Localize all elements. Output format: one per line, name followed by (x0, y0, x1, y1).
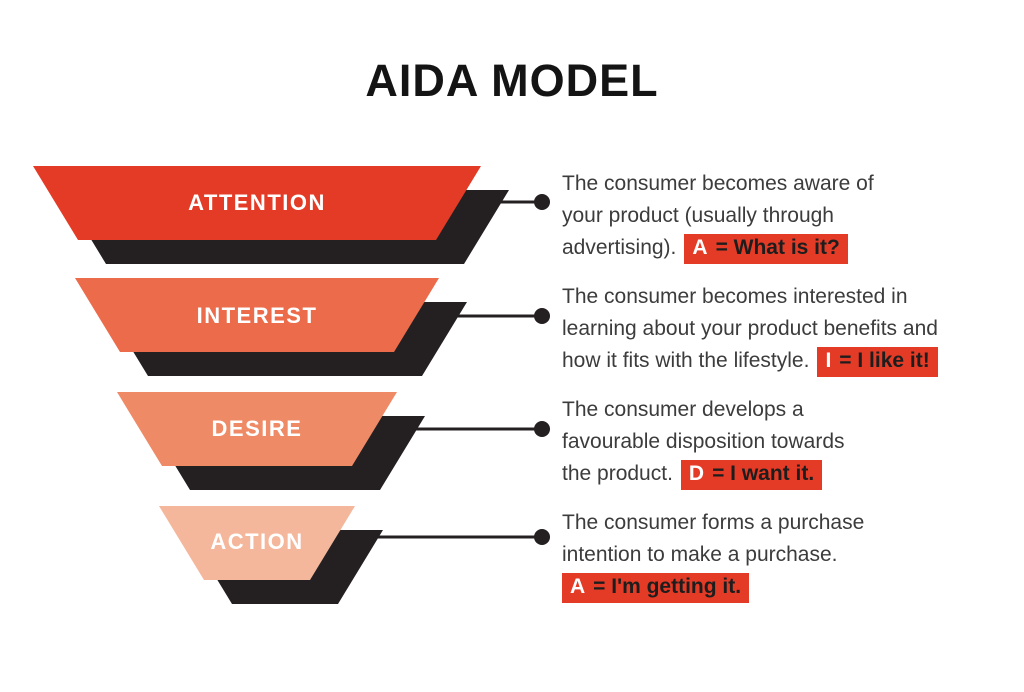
connector-dot (534, 194, 550, 210)
stage-description-action: The consumer forms a purchase intention … (562, 507, 864, 603)
highlight-tag: I = I like it! (817, 347, 938, 377)
highlight-tag-text: = I'm getting it. (593, 575, 742, 598)
funnel-stage-action-shape (159, 506, 355, 580)
description-line: learning about your product benefits and (562, 317, 938, 340)
description-line: The consumer becomes interested in (562, 285, 908, 308)
description-line: A = I'm getting it. (562, 571, 864, 603)
stage-description-attention: The consumer becomes aware of your produ… (562, 168, 874, 264)
funnel-stage-desire-shape (117, 392, 397, 466)
page-title: AIDA MODEL (365, 55, 659, 106)
funnel-stage-label-action: ACTION (210, 529, 304, 554)
highlight-tag-letter: A (692, 236, 708, 259)
highlight-tag-letter: I (825, 349, 832, 372)
connector-dot (534, 421, 550, 437)
description-line: The consumer becomes aware of (562, 172, 874, 195)
connector-dot (534, 308, 550, 324)
description-line: the product. D = I want it. (562, 458, 845, 490)
connector-dot (534, 529, 550, 545)
description-line: intention to make a purchase. (562, 543, 838, 566)
description-line-text: advertising). (562, 236, 677, 259)
highlight-tag: A = I'm getting it. (562, 573, 750, 603)
funnel-stage-label-desire: DESIRE (211, 416, 303, 441)
funnel-stage-attention-shape (33, 166, 481, 240)
highlight-tag-letter: D (688, 462, 705, 485)
description-line: The consumer develops a (562, 398, 804, 421)
description-line: The consumer forms a purchase (562, 511, 865, 534)
highlight-tag: D = I want it. (680, 460, 823, 490)
funnel-stage-interest-shape (75, 278, 439, 352)
highlight-tag-letter: A (570, 575, 586, 598)
funnel-stage-label-interest: INTEREST (196, 303, 318, 328)
highlight-tag: A = What is it? (684, 234, 848, 264)
highlight-tag-text: = I like it! (839, 349, 930, 372)
description-line: your product (usually through (562, 204, 834, 227)
funnel-stage-label-attention: ATTENTION (188, 190, 326, 215)
stage-description-desire: The consumer develops a favourable dispo… (562, 394, 845, 490)
highlight-tag-text: = I want it. (712, 462, 815, 485)
description-line: how it fits with the lifestyle. I = I like… (562, 345, 938, 377)
highlight-tag-text: = What is it? (715, 236, 840, 259)
description-line: favourable disposition towards (562, 430, 845, 453)
stage-description-interest: The consumer becomes interested in learn… (562, 281, 938, 377)
description-line: advertising). A = What is it? (562, 232, 874, 264)
description-line-text: the product. (562, 462, 673, 485)
description-line-text: how it fits with the lifestyle. (562, 349, 810, 372)
